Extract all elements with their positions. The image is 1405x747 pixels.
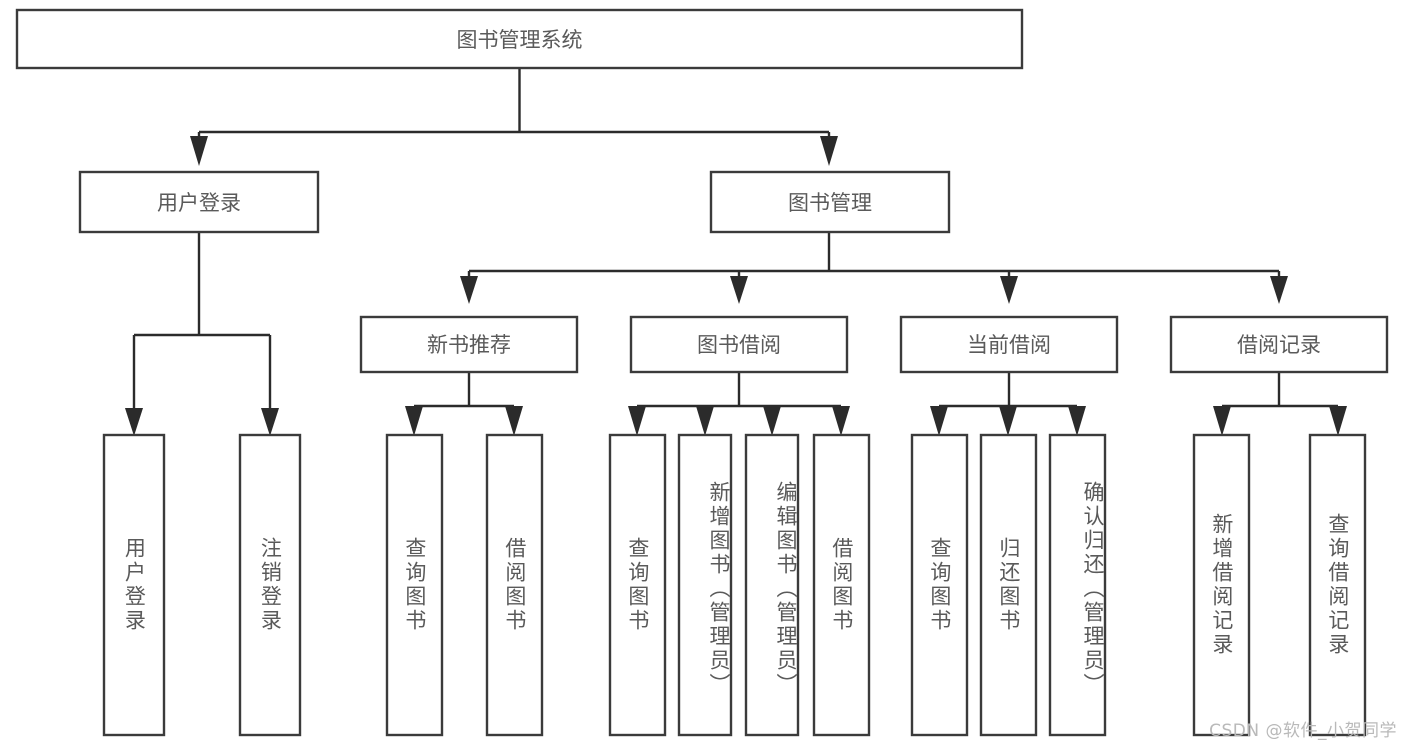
node-book-borrow-label: 图书借阅 xyxy=(697,333,781,357)
node-book-management[interactable]: 图书管理 xyxy=(709,170,951,234)
node-borrow-record-box[interactable] xyxy=(1169,315,1389,374)
node-leaf-confirm-return-admin-box[interactable] xyxy=(1048,433,1107,737)
node-current-borrow-label: 当前借阅 xyxy=(967,333,1051,357)
arrowhead-leaf-borrow-book-1 xyxy=(505,406,523,436)
node-leaf-borrow-book-2-box[interactable] xyxy=(812,433,871,737)
arrowhead-leaf-add-book-admin xyxy=(696,406,714,436)
node-leaf-user-login-box[interactable] xyxy=(102,433,166,737)
node-leaf-query-book-2[interactable] xyxy=(608,433,667,737)
arrowhead-leaf-add-borrow-record xyxy=(1213,406,1231,436)
node-book-borrow-box[interactable] xyxy=(629,315,849,374)
node-new-book-recommend-label: 新书推荐 xyxy=(427,333,511,357)
node-current-borrow-box[interactable] xyxy=(899,315,1119,374)
node-leaf-query-book-1-box[interactable] xyxy=(385,433,444,737)
node-book-management-box[interactable] xyxy=(709,170,951,234)
node-leaf-return-book-box[interactable] xyxy=(979,433,1038,737)
arrowhead-leaf-query-book-1 xyxy=(405,406,423,436)
arrowhead-current-borrow xyxy=(1000,276,1018,304)
node-leaf-add-book-admin[interactable] xyxy=(677,433,733,737)
node-leaf-add-book-admin-box[interactable] xyxy=(677,433,733,737)
node-new-book-recommend[interactable]: 新书推荐 xyxy=(359,315,579,374)
node-leaf-query-borrow-record[interactable] xyxy=(1308,433,1367,737)
arrowhead-leaf-borrow-book-2 xyxy=(832,406,850,436)
node-root-box[interactable] xyxy=(15,8,1024,70)
node-leaf-query-book-1[interactable] xyxy=(385,433,444,737)
arrowhead-leaf-query-borrow-record xyxy=(1329,406,1347,436)
arrowhead-layer xyxy=(125,136,1347,436)
node-leaf-edit-book-admin[interactable] xyxy=(744,433,800,737)
node-leaf-user-login[interactable] xyxy=(102,433,166,737)
node-leaf-query-book-3-box[interactable] xyxy=(910,433,969,737)
node-book-borrow[interactable]: 图书借阅 xyxy=(629,315,849,374)
arrowhead-book-management xyxy=(820,136,838,166)
node-leaf-confirm-return-admin[interactable] xyxy=(1048,433,1107,737)
node-borrow-record[interactable]: 借阅记录 xyxy=(1169,315,1389,374)
node-user-login-label: 用户登录 xyxy=(157,191,241,215)
node-leaf-logout-login[interactable] xyxy=(238,433,302,737)
node-leaf-edit-book-admin-box[interactable] xyxy=(744,433,800,737)
arrowhead-leaf-return-book xyxy=(999,406,1017,436)
arrowhead-new-book-recommend xyxy=(460,276,478,304)
node-user-login[interactable]: 用户登录 xyxy=(78,170,320,234)
arrowhead-leaf-logout-login xyxy=(261,408,279,436)
arrowhead-leaf-user-login xyxy=(125,408,143,436)
arrowhead-leaf-query-book-2 xyxy=(628,406,646,436)
node-borrow-record-label: 借阅记录 xyxy=(1237,333,1321,357)
arrowhead-book-borrow xyxy=(730,276,748,304)
arrowhead-user-login xyxy=(190,136,208,166)
node-leaf-borrow-book-1-box[interactable] xyxy=(485,433,544,737)
node-leaf-query-book-3[interactable] xyxy=(910,433,969,737)
node-leaf-logout-login-box[interactable] xyxy=(238,433,302,737)
csdn-watermark: CSDN @软件_小贺同学 xyxy=(1209,721,1397,741)
node-leaf-query-book-2-box[interactable] xyxy=(608,433,667,737)
arrowhead-leaf-query-book-3 xyxy=(930,406,948,436)
node-new-book-recommend-box[interactable] xyxy=(359,315,579,374)
arrowhead-leaf-edit-book-admin xyxy=(763,406,781,436)
node-leaf-query-borrow-record-box[interactable] xyxy=(1308,433,1367,737)
node-current-borrow[interactable]: 当前借阅 xyxy=(899,315,1119,374)
node-user-login-box[interactable] xyxy=(78,170,320,234)
node-leaf-add-borrow-record-box[interactable] xyxy=(1192,433,1251,737)
node-leaf-add-borrow-record[interactable] xyxy=(1192,433,1251,737)
arrowhead-leaf-confirm-return-admin xyxy=(1068,406,1086,436)
node-leaf-return-book[interactable] xyxy=(979,433,1038,737)
node-root[interactable]: 图书管理系统 xyxy=(15,8,1024,70)
node-leaf-borrow-book-2[interactable] xyxy=(812,433,871,737)
arrowhead-borrow-record xyxy=(1270,276,1288,304)
node-leaf-borrow-book-1[interactable] xyxy=(485,433,544,737)
node-book-management-label: 图书管理 xyxy=(788,191,872,215)
node-root-label: 图书管理系统 xyxy=(457,28,583,52)
